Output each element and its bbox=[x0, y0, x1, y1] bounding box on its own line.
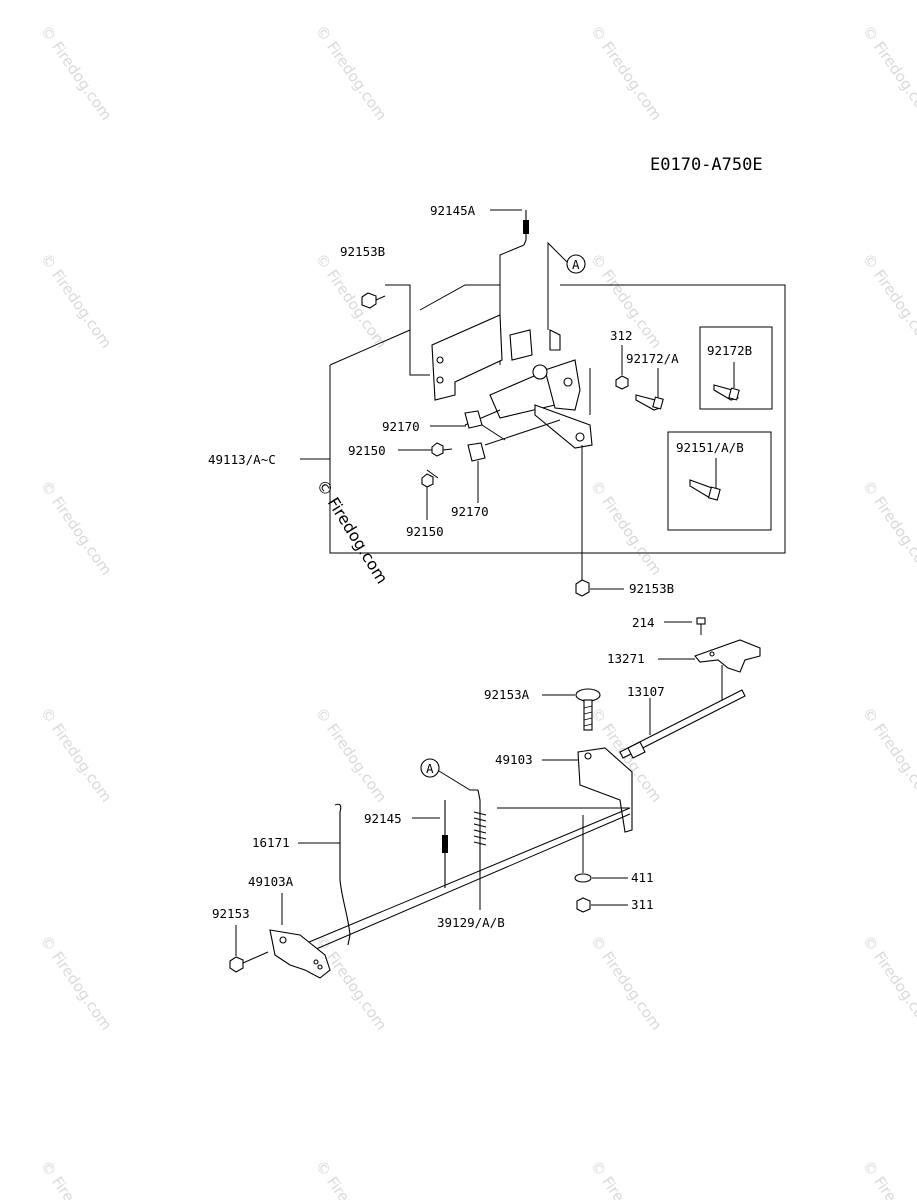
part-label: 49103 bbox=[495, 752, 533, 767]
part-label: 92145A bbox=[430, 203, 476, 218]
watermark: © Firedog.com bbox=[312, 22, 391, 124]
watermark: © Firedog.com bbox=[859, 477, 917, 579]
wire-16171 bbox=[298, 803, 351, 946]
part-label: 13107 bbox=[627, 684, 665, 699]
watermark: © Firedog.com bbox=[859, 704, 917, 806]
box-92172B bbox=[699, 326, 773, 410]
part-label: 92153B bbox=[340, 244, 385, 259]
clip-92170-a bbox=[430, 410, 506, 441]
plate-13271 bbox=[658, 639, 761, 705]
part-label: 92151/A/B bbox=[676, 440, 744, 455]
screw-214 bbox=[664, 617, 706, 635]
part-label: 13271 bbox=[607, 651, 645, 666]
watermark: © Firedog.com bbox=[37, 1157, 116, 1200]
bolt-92153A bbox=[542, 688, 601, 731]
part-label: 92170 bbox=[451, 504, 489, 519]
assembly-frame bbox=[300, 284, 786, 554]
watermark-layer: © Firedog.com © Firedog.com © Firedog.co… bbox=[37, 22, 917, 1200]
part-label: 92170 bbox=[382, 419, 420, 434]
watermark: © Firedog.com bbox=[312, 250, 391, 352]
part-label: 92172/A bbox=[626, 351, 679, 366]
watermark: © Firedog.com bbox=[859, 932, 917, 1034]
watermark: © Firedog.com bbox=[859, 1157, 917, 1200]
lower-assembly: A bbox=[229, 617, 761, 979]
clip-92170-b bbox=[467, 419, 561, 503]
callout-letter: A bbox=[426, 761, 434, 776]
watermark: © Firedog.com bbox=[37, 22, 116, 124]
watermark: © Firedog.com bbox=[587, 1157, 666, 1200]
watermark: © Firedog.com bbox=[859, 22, 917, 124]
watermark: © Firedog.com bbox=[312, 932, 391, 1034]
part-label: 92153A bbox=[484, 687, 530, 702]
watermark: © Firedog.com bbox=[312, 1157, 391, 1200]
bolt-92153B-top bbox=[361, 284, 430, 376]
bracket-plate bbox=[431, 314, 593, 449]
callout-a-bottom: A bbox=[420, 758, 478, 791]
part-label: 92153B bbox=[629, 581, 674, 596]
bolt-92150-a bbox=[398, 442, 453, 457]
part-labels: 92145A 92153B 312 92172/A 92172B 92170 9… bbox=[208, 203, 752, 930]
callout-letter: A bbox=[572, 257, 580, 272]
nut-311 bbox=[576, 897, 628, 913]
watermark: © Firedog.com bbox=[859, 250, 917, 352]
shaft-13107 bbox=[619, 689, 746, 759]
bracket-49103A bbox=[269, 893, 331, 979]
part-label: 49103A bbox=[248, 874, 294, 889]
spring-92145 bbox=[412, 800, 448, 888]
watermark-main: © Firedog.com bbox=[313, 476, 392, 587]
lever-49103 bbox=[542, 747, 633, 833]
part-label: 312 bbox=[610, 328, 633, 343]
watermark: © Firedog.com bbox=[37, 250, 116, 352]
watermark: © Firedog.com bbox=[37, 704, 116, 806]
watermark: © Firedog.com bbox=[37, 477, 116, 579]
bolt-92153 bbox=[229, 925, 269, 973]
upper-assembly: A bbox=[300, 209, 786, 597]
watermark: © Firedog.com bbox=[587, 477, 666, 579]
diagram-code: E0170-A750E bbox=[650, 155, 763, 175]
part-label: 39129/A/B bbox=[437, 915, 505, 930]
watermark: © Firedog.com bbox=[587, 932, 666, 1034]
watermark: © Firedog.com bbox=[312, 704, 391, 806]
bolt-92153B-bottom bbox=[575, 445, 624, 597]
watermark: © Firedog.com bbox=[37, 932, 116, 1034]
part-label: 214 bbox=[632, 615, 655, 630]
callout-a-top: A bbox=[547, 241, 586, 330]
part-label: 92172B bbox=[707, 343, 752, 358]
rods bbox=[289, 807, 631, 957]
part-label: 92150 bbox=[348, 443, 386, 458]
part-label: 411 bbox=[631, 870, 654, 885]
part-label: 92150 bbox=[406, 524, 444, 539]
spring-39129 bbox=[473, 789, 487, 910]
nut-312 bbox=[615, 345, 629, 390]
part-label: 92153 bbox=[212, 906, 250, 921]
box-92151 bbox=[667, 431, 772, 531]
part-label: 16171 bbox=[252, 835, 290, 850]
part-label: 311 bbox=[631, 897, 654, 912]
watermark: © Firedog.com bbox=[587, 22, 666, 124]
part-label: 92145 bbox=[364, 811, 402, 826]
part-label: 49113/A~C bbox=[208, 452, 276, 467]
washer-411 bbox=[574, 815, 628, 883]
screw-92172A bbox=[635, 368, 664, 411]
bolt-92150-b bbox=[421, 469, 439, 520]
